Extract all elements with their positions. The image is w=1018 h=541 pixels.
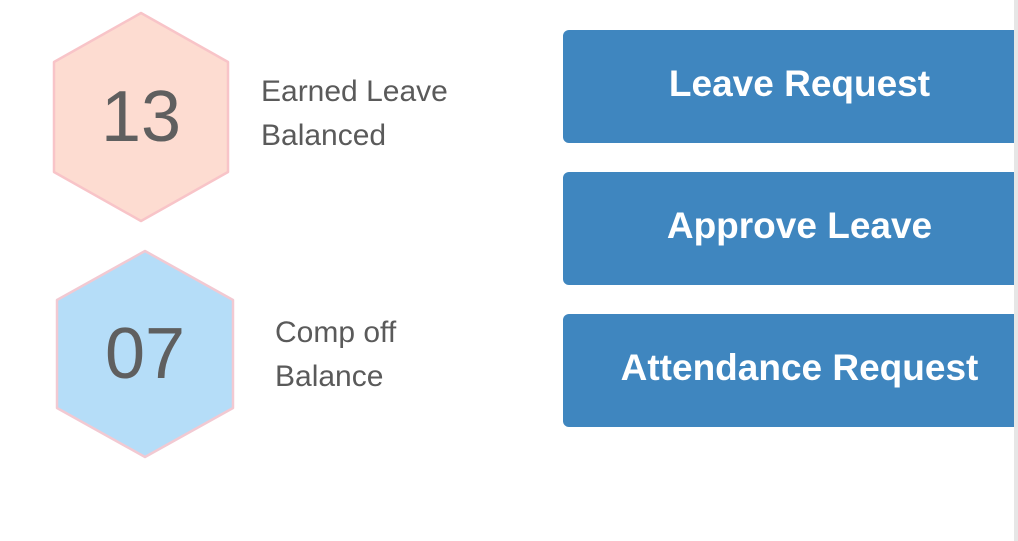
page-edge-divider — [1014, 0, 1018, 541]
attendance-request-button[interactable]: Attendance Request — [563, 314, 1018, 427]
comp-off-label: Comp off Balance — [275, 311, 396, 399]
leave-request-button[interactable]: Leave Request — [563, 30, 1018, 143]
comp-off-label-line2: Balance — [275, 360, 384, 393]
earned-leave-hexagon: 13 — [48, 10, 234, 224]
hexagon-shape — [52, 11, 230, 223]
earned-leave-label: Earned Leave Balanced — [261, 70, 448, 158]
hexagon-path — [55, 249, 235, 459]
approve-leave-button[interactable]: Approve Leave — [563, 172, 1018, 285]
comp-off-label-line1: Comp off — [275, 316, 397, 349]
hexagon-path — [52, 11, 230, 223]
comp-off-count: 07 — [104, 314, 186, 394]
comp-off-hexagon: 07 — [52, 248, 238, 460]
earned-leave-count: 13 — [100, 77, 182, 157]
earned-leave-label-line2: Balanced — [261, 119, 387, 152]
hexagon-shape — [55, 249, 235, 459]
earned-leave-label-line1: Earned Leave — [261, 75, 448, 108]
